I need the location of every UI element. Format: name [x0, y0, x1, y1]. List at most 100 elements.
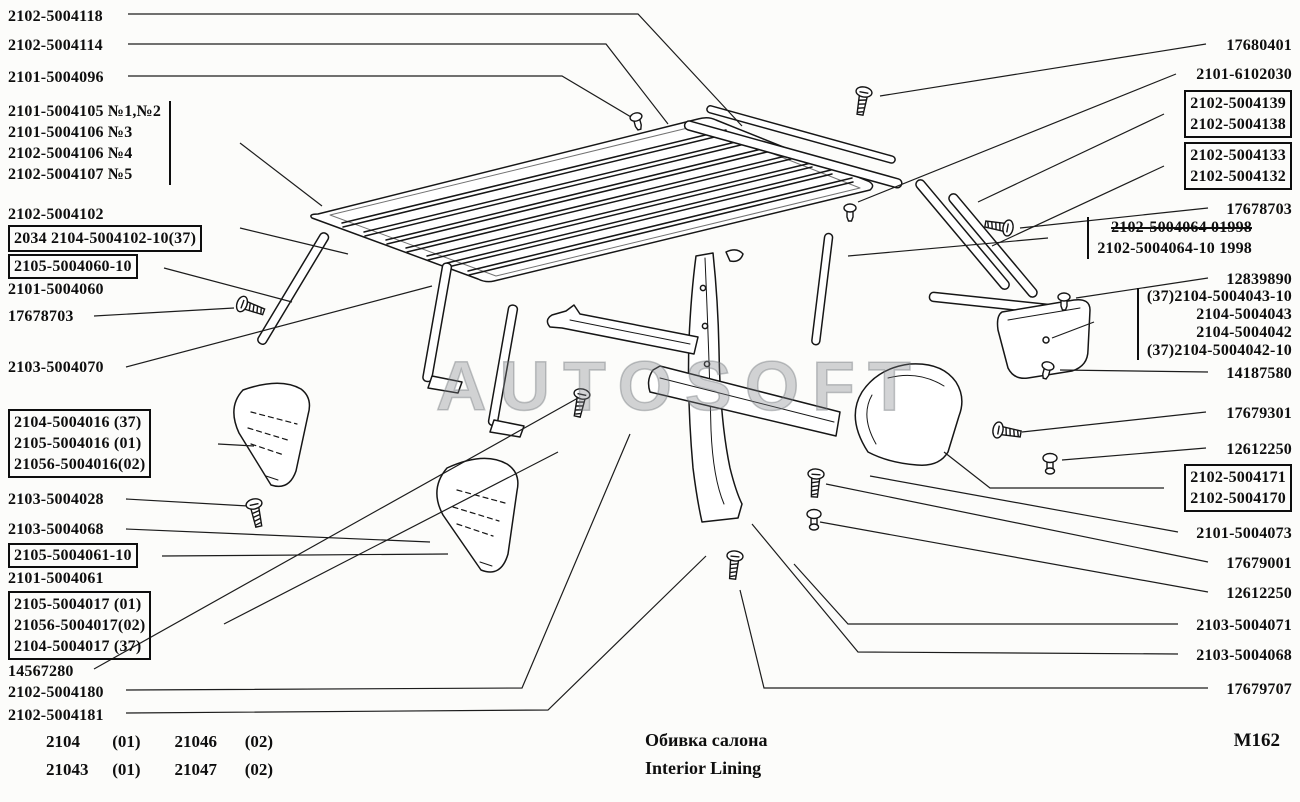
b-pillar-foot-1 — [427, 375, 463, 394]
part-label-group: 12839890 — [1226, 269, 1292, 290]
part-number: 2104-5004042 — [1196, 324, 1292, 341]
wheel-arch-detail — [866, 374, 945, 445]
part-label-group: 2103-5004068 — [8, 519, 104, 540]
part-number: 12612250 — [1226, 585, 1292, 602]
part-label-group: 17678703 — [1226, 199, 1292, 220]
part-label-group: 2102-5004102 — [8, 204, 104, 225]
vent-2-tip — [479, 561, 493, 567]
part-number: 2105-5004017 (01) — [14, 596, 142, 613]
leader-line — [125, 498, 249, 507]
part-label-group: 17678703 — [8, 306, 74, 327]
part-number: 2034 2104-5004102-10(37) — [14, 230, 197, 247]
part-number: 2101-5004061 — [8, 570, 104, 587]
part-number: 2101-6102030 — [1196, 66, 1292, 83]
roof-headliner — [310, 116, 874, 283]
part-label-group: 2034 2104-5004102-10(37) — [8, 225, 203, 252]
roof-rail-trim-2-line — [659, 377, 835, 423]
part-label-group: 2101-6102030 — [1196, 64, 1292, 85]
leader-line — [847, 237, 1049, 257]
leader-lines — [93, 13, 1209, 714]
leader-line — [128, 75, 637, 121]
leader-line — [125, 555, 707, 714]
leader-line — [825, 483, 1209, 563]
part-number: 21056-5004017(02) — [14, 617, 146, 634]
part-number: 17679707 — [1226, 681, 1292, 698]
part-label-group: 2103-5004028 — [8, 489, 104, 510]
part-number: 2102-5004181 — [8, 707, 104, 724]
part-number: (37)2104-5004042-10 — [1146, 342, 1292, 359]
part-number: 14567280 — [8, 663, 74, 680]
leader-line — [128, 43, 669, 125]
clip-icon — [843, 203, 857, 222]
side-rail-trim-1 — [915, 179, 1010, 290]
screw-icon — [233, 294, 268, 321]
part-number: 17678703 — [1226, 201, 1292, 218]
roof-ribs — [341, 129, 854, 276]
part-number: 2102-5004180 — [8, 684, 104, 701]
leader-line — [1059, 369, 1209, 373]
roof-rail-trim-1 — [546, 304, 699, 355]
part-number: 2103-5004071 — [1196, 617, 1292, 634]
part-number: 2101-5004105 №1,№2 — [8, 103, 162, 120]
part-number: 2101-5004106 №3 — [8, 124, 133, 141]
vent-1-tip — [265, 475, 279, 481]
part-label-group: 2101-5004096 — [8, 67, 104, 88]
rivet-icon — [806, 508, 822, 531]
leader-line — [991, 165, 1165, 247]
part-number: 17678703 — [8, 308, 74, 325]
sheet-code: M162 — [1233, 730, 1280, 751]
part-label-group: 14567280 — [8, 661, 74, 682]
part-number: 2102-5004106 №4 — [8, 145, 133, 162]
screw-icon — [723, 549, 745, 581]
model-code: 21047 — [174, 760, 218, 779]
part-number: 2102-5004118 — [8, 8, 103, 25]
quarter-vent-trim-1 — [233, 382, 311, 488]
leader-line — [1051, 321, 1095, 339]
part-number: 2104-5004043 — [1196, 306, 1292, 323]
part-label-group: 2101-5004073 — [1196, 523, 1292, 544]
leader-line — [1075, 277, 1209, 299]
part-label-group: 2102-5004139 2102-5004138 — [1184, 90, 1292, 138]
model-codes-row: 21043 (01) 21047 (02) — [46, 756, 273, 784]
leader-line — [125, 433, 631, 691]
leader-line — [751, 523, 1179, 655]
leader-line — [869, 475, 1179, 533]
part-label-group: (37)2104-5004043-10 2104-5004043 2104-50… — [1136, 288, 1292, 360]
part-number: 17679001 — [1226, 555, 1292, 572]
leader-line — [1061, 447, 1207, 461]
vent-1-slots — [247, 411, 298, 456]
leader-line — [163, 267, 293, 303]
part-label-group: 2103-5004071 — [1196, 615, 1292, 636]
part-number: 2103-5004068 — [1196, 647, 1292, 664]
screw-icon — [990, 420, 1023, 443]
part-label-group: 2105-5004017 (01) 21056-5004017(02) 2104… — [8, 591, 152, 660]
quarter-panel-hole — [1042, 336, 1050, 344]
leader-line — [1019, 207, 1209, 229]
part-label-group: 2102-5004180 — [8, 682, 104, 703]
part-label-group: 2103-5004068 — [1196, 645, 1292, 666]
leader-line — [879, 43, 1207, 97]
model-code: (01) — [112, 732, 141, 751]
model-code: 21043 — [46, 760, 89, 779]
pillar-hole — [703, 360, 711, 368]
rear-pillar-trim — [811, 232, 834, 346]
part-label-group: 17679707 — [1226, 679, 1292, 700]
quarter-panel-line — [1007, 307, 1081, 321]
part-number: (37)2104-5004043-10 — [1146, 288, 1292, 305]
leader-line — [1021, 411, 1207, 433]
pillar-hole — [699, 284, 707, 292]
part-number: 2101-5004060 — [8, 281, 104, 298]
part-label-group: 2102-5004181 — [8, 705, 104, 726]
part-label-group: 2103-5004070 — [8, 357, 104, 378]
part-number: 2101-5004096 — [8, 69, 104, 86]
leader-line — [793, 563, 1178, 625]
screw-icon — [805, 467, 826, 499]
model-codes-row: 2104 (01) 21046 (02) — [46, 728, 273, 756]
model-codes: 2104 (01) 21046 (02) 21043 (01) 21047 (0… — [46, 728, 273, 784]
leader-line — [161, 553, 449, 557]
page-title-ru: Обивка салона — [645, 730, 768, 750]
watermark: AUTOSOFT — [435, 346, 924, 426]
leader-line — [739, 589, 1208, 689]
